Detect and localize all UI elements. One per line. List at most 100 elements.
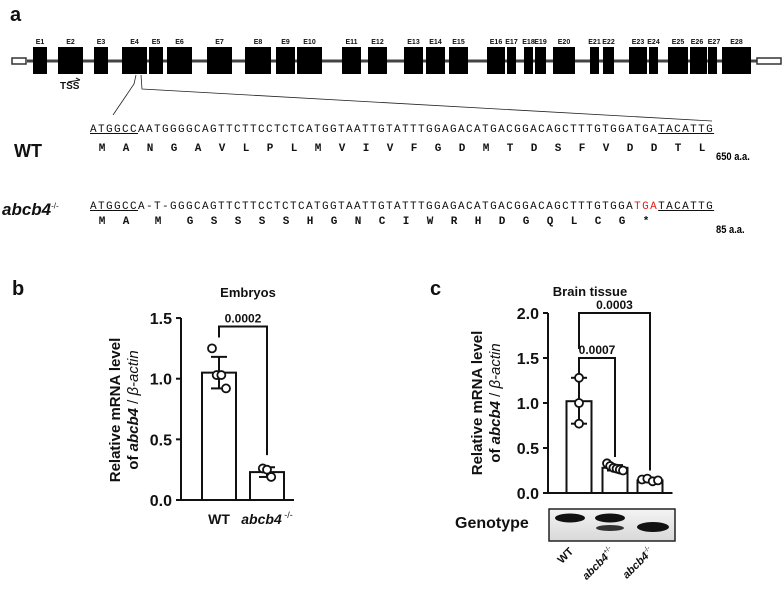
amino-acid: I [402, 216, 410, 228]
premature-stop-codon: TGA [634, 201, 659, 213]
y-axis-label: Relative mRNA levelof abcb4 / β-actin [107, 338, 142, 483]
amino-acid: N [146, 143, 154, 155]
wt-dna-sequence: ATGGCCAATGGGGCAGTTCTTCCTCTCATGGTAATTGTAT… [90, 124, 714, 136]
lane-genotype-sup: -/- [642, 544, 652, 554]
exon-box [603, 47, 614, 74]
exon-label: E26 [691, 39, 704, 46]
y-label-line1: Relative mRNA level [107, 338, 124, 483]
y-tick-label: 1.5 [150, 311, 172, 328]
amino-acid: G [186, 216, 194, 228]
mutant-gene-name: abcb4 [2, 200, 52, 219]
amino-acid: T [674, 143, 682, 155]
sequence-middle: AATGGGGCAGTTCTTCCTCTCATGGTAATTGTATTTGGAG… [138, 124, 659, 136]
lane-genotype-name: abcb4 [620, 550, 651, 581]
data-point [653, 475, 663, 486]
exon-label: E28 [730, 39, 743, 46]
amino-acid: S [554, 143, 562, 155]
exon-label: E25 [672, 39, 685, 46]
exon-box [487, 47, 505, 74]
amino-acid: S [282, 216, 290, 228]
y-label-line1: Relative mRNA level [469, 331, 486, 476]
data-point [221, 383, 231, 394]
exon-label: E20 [558, 39, 571, 46]
amino-acid: G [434, 143, 442, 155]
exon-label: E9 [281, 39, 290, 46]
exon-label: E19 [534, 39, 547, 46]
amino-acid: F [410, 143, 418, 155]
mutant-row-label: abcb4-/- [2, 200, 59, 220]
exon-label: E17 [505, 39, 518, 46]
amino-acid: C [378, 216, 386, 228]
exon-box [207, 47, 232, 74]
significance-bracket [578, 312, 651, 471]
exon-label: E12 [371, 39, 384, 46]
exon-label: E3 [97, 39, 106, 46]
exon-label: E13 [407, 39, 420, 46]
y-tick-label: 0.5 [150, 432, 172, 449]
exon-box [342, 47, 361, 74]
bar [201, 371, 237, 502]
amino-acid: A [122, 216, 130, 228]
lane-label: WT [556, 545, 577, 566]
utr-5-box [11, 57, 27, 65]
chart-title: Embryos [220, 285, 276, 300]
exon-label: E2 [66, 39, 75, 46]
y-tick-label: 0.0 [150, 493, 172, 510]
amino-acid: M [314, 143, 322, 155]
exon-box [507, 47, 516, 74]
exon-box [535, 47, 546, 74]
amino-acid: S [234, 216, 242, 228]
amino-acid: L [290, 143, 298, 155]
mutant-genotype-sup: -/- [51, 201, 59, 211]
amino-acid: L [242, 143, 250, 155]
exon-box [404, 47, 423, 74]
exon-label: E16 [490, 39, 503, 46]
y-tick-label: 2.0 [517, 306, 539, 323]
amino-acid: F [578, 143, 586, 155]
amino-acid: H [306, 216, 314, 228]
exon-label: E8 [254, 39, 263, 46]
data-point [618, 465, 628, 476]
y-label-separator: / [487, 389, 504, 402]
category-name: WT [208, 511, 230, 527]
start-codon-segment: ATGGCC [90, 124, 139, 136]
sequence-end-segment: TACATTG [658, 201, 715, 213]
exon-label: E18 [522, 39, 535, 46]
amino-acid: T [506, 143, 514, 155]
panel-label-c: c [430, 278, 442, 300]
amino-acid: H [474, 216, 482, 228]
exon-box [368, 47, 387, 74]
exon-box [167, 47, 192, 74]
exon-box [33, 47, 47, 74]
exon-box [690, 47, 707, 74]
amino-acid: M [482, 143, 490, 155]
amino-acid: M [154, 216, 162, 228]
p-value-label: 0.0002 [225, 312, 262, 326]
tss-arrow-icon [67, 77, 81, 83]
lane-label: abcb4-/- [620, 544, 657, 581]
exon-label: E23 [632, 39, 645, 46]
gel-band-lower [637, 522, 669, 532]
exon-label: E21 [588, 39, 601, 46]
exon-label: E5 [152, 39, 161, 46]
data-point [574, 372, 584, 383]
exon-label: E1 [36, 39, 45, 46]
category-genotype: -/- [282, 510, 293, 520]
exon-box [649, 47, 658, 74]
p-value-label: 0.0003 [596, 298, 633, 312]
y-tick-label: 0.0 [517, 486, 539, 503]
y-label-of: of [125, 451, 142, 469]
exon-label: E27 [708, 39, 721, 46]
amino-acid: V [602, 143, 610, 155]
exon-box [297, 47, 322, 74]
exon-label: E11 [345, 39, 357, 46]
exon-box [276, 47, 295, 74]
amino-acid: M [98, 216, 106, 228]
amino-acid: V [218, 143, 226, 155]
exon-box [426, 47, 445, 74]
amino-acid: S [210, 216, 218, 228]
